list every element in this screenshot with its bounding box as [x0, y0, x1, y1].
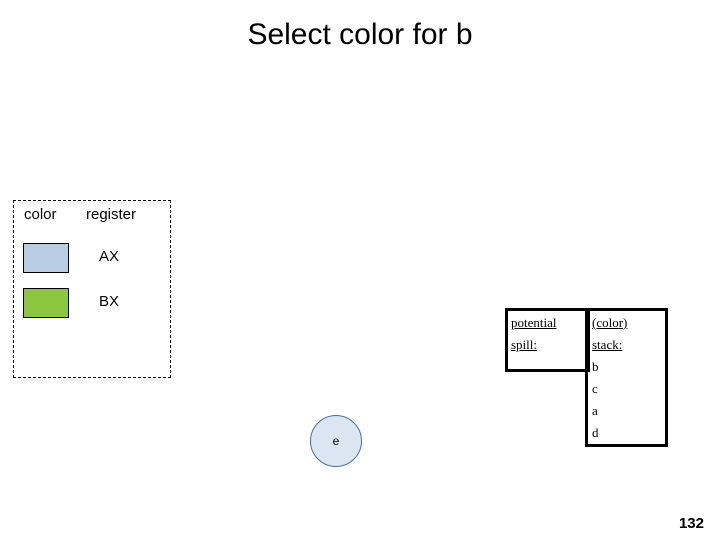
page-number: 132: [678, 515, 704, 532]
legend-header-color: color: [24, 206, 57, 223]
color-stack-box: [585, 308, 668, 447]
color-stack-item-1: c: [592, 381, 598, 396]
page-title: Select color for b: [247, 18, 473, 51]
register-label-ax: AX: [99, 248, 120, 265]
graph-node-e-label: e: [332, 434, 340, 448]
potential-spill-box: [505, 308, 590, 372]
color-stack-item-3: d: [592, 425, 599, 440]
color-stack-item-0: b: [592, 359, 599, 374]
color-swatch-ax: [23, 243, 69, 273]
potential-spill-line1: potential: [511, 315, 557, 330]
color-swatch-bx: [23, 288, 69, 318]
color-stack-line1: (color): [592, 315, 628, 330]
color-stack-text: (color) stack: b c a d: [592, 312, 667, 444]
graph-node-e[interactable]: e: [310, 415, 362, 467]
potential-spill-line2: spill:: [511, 337, 538, 352]
color-stack-line2: stack:: [592, 337, 623, 352]
potential-spill-text: potential spill:: [511, 312, 591, 356]
legend-header-register: register: [86, 206, 137, 223]
register-label-bx: BX: [99, 293, 120, 310]
color-stack-item-2: a: [592, 403, 598, 418]
color-register-legend: [13, 200, 171, 378]
